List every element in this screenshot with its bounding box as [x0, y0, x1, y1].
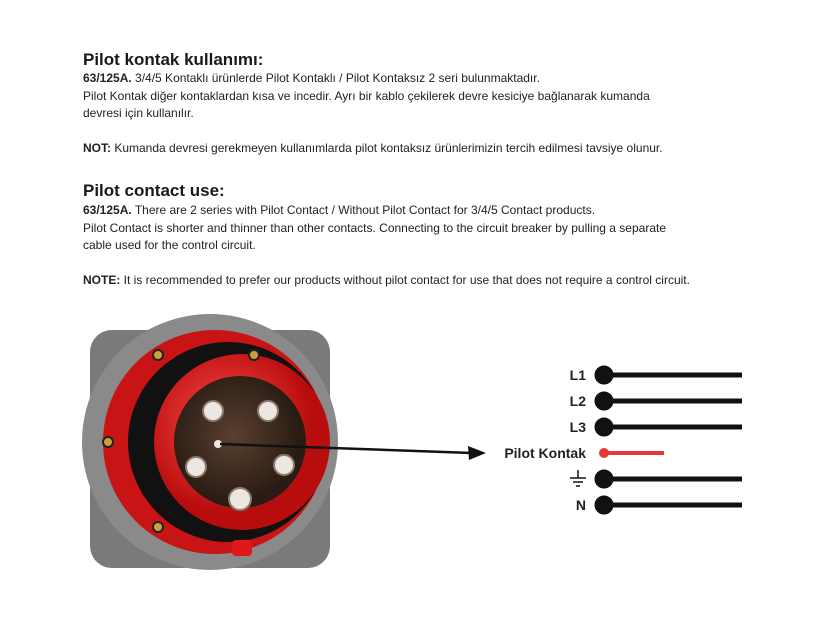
- tr-title: Pilot kontak kullanımı:: [83, 50, 264, 69]
- en-p1: There are 2 series with Pilot Contact / …: [131, 203, 596, 217]
- pilot-arrow: [219, 442, 486, 460]
- tr-p1: 3/4/5 Kontaklı ürünlerde Pilot Kontaklı …: [131, 71, 540, 85]
- en-note-bold: NOTE:: [83, 272, 121, 287]
- label-l3: L3: [569, 419, 586, 435]
- tr-p2: Pilot Kontak diğer kontaklardan kısa ve …: [83, 88, 650, 121]
- en-p2: Pilot Contact is shorter and thinner tha…: [83, 220, 666, 253]
- label-l1: L1: [569, 367, 586, 383]
- pilot-pin: [214, 440, 222, 448]
- tr-note-bold: NOT:: [83, 140, 111, 155]
- label-l2: L2: [569, 393, 586, 409]
- plug-pins: [185, 400, 295, 511]
- earth-ground-icon: [570, 470, 586, 487]
- en-p1-bold: 63/125A.: [83, 203, 132, 217]
- label-pilot-kontak: Pilot Kontak: [504, 445, 586, 461]
- en-text: 63/125A. There are 2 series with Pilot C…: [83, 202, 703, 289]
- tr-p1-bold: 63/125A.: [83, 71, 132, 85]
- wires: [570, 365, 742, 515]
- mounting-holes: [102, 349, 260, 533]
- label-n: N: [575, 497, 586, 513]
- plug-image: [82, 314, 338, 570]
- en-note: It is recommended to prefer our products…: [120, 272, 690, 287]
- tr-note: Kumanda devresi gerekmeyen kullanımlarda…: [111, 140, 663, 155]
- en-title: Pilot contact use:: [83, 181, 225, 200]
- tr-text: 63/125A. 3/4/5 Kontaklı ürünlerde Pilot …: [83, 70, 703, 157]
